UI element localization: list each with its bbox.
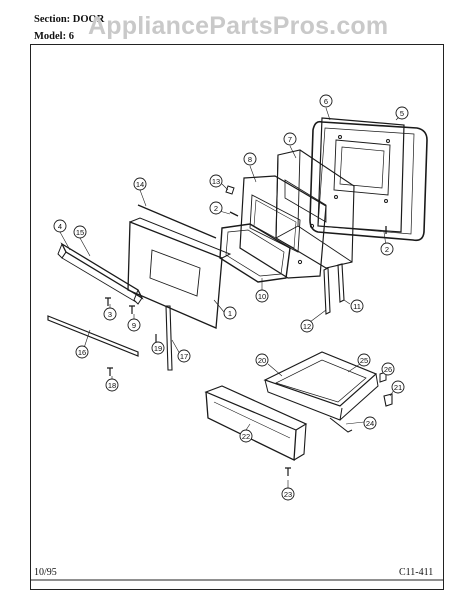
callout-25: 25 [357, 353, 371, 367]
callout-4: 4 [53, 219, 67, 233]
callout-5: 5 [395, 106, 409, 120]
bottom-trim-part [47, 315, 139, 357]
svg-text:26: 26 [384, 365, 392, 374]
footer-date: 10/95 [34, 567, 57, 578]
callout-15: 15 [73, 225, 87, 239]
door-liner-part [275, 149, 355, 269]
svg-text:2: 2 [214, 204, 218, 213]
svg-text:21: 21 [394, 383, 402, 392]
callout-12: 12 [300, 319, 314, 333]
diagram-frame [30, 44, 444, 590]
screw-18-part [107, 367, 113, 376]
svg-text:25: 25 [360, 356, 368, 365]
callout-26: 26 [381, 362, 395, 376]
outer-door-panel-part [127, 217, 232, 329]
clip-13-part [225, 185, 235, 195]
svg-text:9: 9 [132, 321, 136, 330]
callout-10: 10 [255, 289, 269, 303]
side-channel-12-part [323, 267, 331, 315]
callout-14: 14 [133, 177, 147, 191]
svg-text:24: 24 [366, 419, 374, 428]
section-label: Section: DOOR [34, 14, 105, 25]
callout-7: 7 [283, 132, 297, 146]
callout-16: 16 [75, 345, 89, 359]
callout-6: 6 [319, 94, 333, 108]
svg-text:13: 13 [212, 177, 220, 186]
watermark: AppliancePartsPros.com [88, 12, 389, 40]
svg-text:12: 12 [303, 322, 311, 331]
svg-text:22: 22 [242, 432, 250, 441]
callout-18: 18 [105, 378, 119, 392]
callout-23: 23 [281, 487, 295, 501]
inner-door-panel-part [317, 117, 405, 233]
side-trim-17-part [165, 305, 173, 371]
side-channel-11-part [337, 263, 345, 303]
svg-text:14: 14 [136, 180, 144, 189]
screw-2-upper-part [229, 211, 239, 217]
top-trim-part [137, 204, 217, 239]
model-label: Model: 6 [34, 31, 74, 42]
screw-9-part [129, 305, 135, 314]
callout-2-upper: 2 [209, 201, 223, 215]
svg-text:18: 18 [108, 381, 116, 390]
svg-text:20: 20 [258, 356, 266, 365]
callout-19: 19 [151, 341, 165, 355]
callout-3: 3 [103, 307, 117, 321]
callout-9: 9 [127, 318, 141, 332]
callout-21: 21 [391, 380, 405, 394]
glass-frame-part [239, 175, 327, 279]
callout-1: 1 [223, 306, 237, 320]
svg-text:16: 16 [78, 348, 86, 357]
callout-8: 8 [243, 152, 257, 166]
svg-text:10: 10 [258, 292, 266, 301]
callout-17: 17 [177, 349, 191, 363]
svg-text:6: 6 [324, 97, 328, 106]
drawer-slide-part [329, 417, 353, 433]
callout-24: 24 [363, 416, 377, 430]
svg-text:15: 15 [76, 228, 84, 237]
callout-20: 20 [255, 353, 269, 367]
svg-text:19: 19 [154, 344, 162, 353]
svg-text:17: 17 [180, 352, 188, 361]
svg-text:23: 23 [284, 490, 292, 499]
callout-2-right: 2 [380, 242, 394, 256]
svg-text:5: 5 [400, 109, 404, 118]
callout-13: 13 [209, 174, 223, 188]
drawer-box-part [263, 351, 379, 421]
footer-code: C11-411 [399, 567, 434, 578]
svg-text:2: 2 [385, 245, 389, 254]
svg-text:8: 8 [248, 155, 252, 164]
svg-text:11: 11 [353, 302, 361, 311]
drawer-front-part [204, 385, 308, 462]
door-handle-part [57, 242, 144, 305]
svg-text:1: 1 [228, 309, 232, 318]
callout-11: 11 [350, 299, 364, 313]
roller-21-part [383, 393, 393, 407]
callout-22: 22 [239, 429, 253, 443]
window-glass-part [219, 223, 291, 283]
svg-text:7: 7 [288, 135, 292, 144]
screw-3-part [105, 297, 111, 306]
callouts: 1 2 2 3 4 5 6 7 8 9 10 11 12 13 14 15 16… [53, 94, 409, 501]
outer-gasket-part [309, 120, 428, 242]
screw-23-part [285, 467, 291, 476]
svg-text:3: 3 [108, 310, 112, 319]
svg-text:4: 4 [58, 222, 62, 231]
